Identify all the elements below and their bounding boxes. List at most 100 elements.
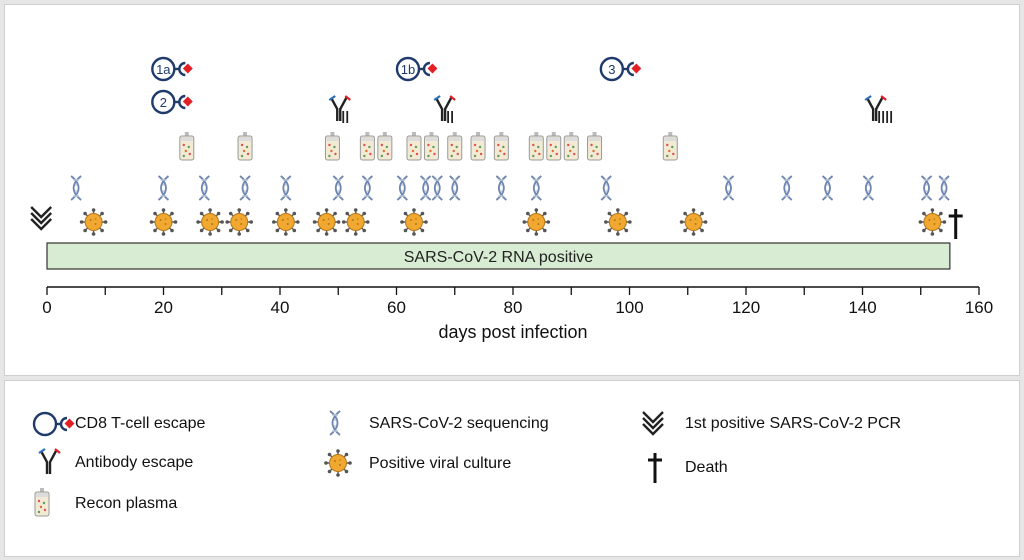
cd8-escape-id: 2 <box>160 95 167 110</box>
dna-icon <box>198 175 211 201</box>
plasma-bag-icon <box>324 131 340 161</box>
x-tick-label: 160 <box>965 298 993 317</box>
plasma-bag-icon <box>493 131 509 161</box>
x-tick-label: 60 <box>387 298 406 317</box>
antibody-icon <box>29 447 75 478</box>
antibody-escape-marker <box>863 94 893 123</box>
cd8-escape-marker: 2 <box>151 89 194 115</box>
dagger-icon <box>947 207 965 241</box>
virus-icon <box>148 207 179 237</box>
plasma-bag-icon <box>359 131 375 161</box>
double-chevron-down-icon <box>639 409 685 439</box>
dna-icon <box>157 175 170 201</box>
virus-icon <box>341 207 371 237</box>
viral-culture-markers <box>79 207 947 237</box>
dna-icon <box>431 175 444 201</box>
cd8-escape-icon <box>599 56 643 82</box>
dna-icon <box>722 175 735 201</box>
antibody-escape-markers <box>328 94 893 123</box>
plasma-bag-icon <box>563 131 579 161</box>
recon-plasma-markers <box>179 131 678 161</box>
dna-icon <box>448 175 461 201</box>
plasma-bag-icon <box>546 131 562 161</box>
virus-icon <box>521 207 551 237</box>
legend-label-antibody: Antibody escape <box>75 454 194 471</box>
dna-icon <box>70 175 83 201</box>
cd8-escape-icon <box>29 409 76 439</box>
cd8-escape-id: 1a <box>156 62 171 77</box>
dna-icon <box>361 175 374 201</box>
cd8-escape-markers: 1a 2 1b 3 <box>151 56 643 115</box>
virus-icon <box>399 207 429 237</box>
virus-icon <box>312 207 342 237</box>
plasma-bag-icon <box>447 131 463 161</box>
dna-icon <box>396 175 409 201</box>
virus-icon <box>917 207 947 237</box>
plasma-bag-icon <box>377 131 393 161</box>
legend-label-plasma: Recon plasma <box>75 495 178 512</box>
plasma-bag-icon <box>29 487 75 519</box>
dna-icon <box>920 175 933 201</box>
legend-panel: CD8 T-cell escape Antibody escape Recon … <box>4 380 1020 557</box>
legend-item-sequencing: SARS-CoV-2 sequencing <box>323 409 549 439</box>
cd8-escape-marker: 1b <box>395 56 439 82</box>
plasma-bag-icon <box>179 131 195 161</box>
x-tick-label: 100 <box>615 298 643 317</box>
dna-icon <box>279 175 292 201</box>
legend-item-plasma: Recon plasma <box>29 487 178 519</box>
antibody-escape-marker <box>432 94 457 123</box>
x-tick-label: 0 <box>42 298 51 317</box>
x-tick-label: 140 <box>848 298 876 317</box>
dna-icon <box>419 175 432 201</box>
plasma-bag-icon <box>662 131 678 161</box>
plasma-bag-icon <box>470 131 486 161</box>
virus-icon <box>323 448 369 479</box>
dna-icon <box>780 175 793 201</box>
plasma-bag-icon <box>528 131 544 161</box>
dna-icon <box>600 175 613 201</box>
x-tick-label: 40 <box>271 298 290 317</box>
plasma-bag-icon <box>587 131 603 161</box>
rna-positive-label: SARS-CoV-2 RNA positive <box>404 249 594 266</box>
double-chevron-down-icon <box>29 205 53 231</box>
dna-icon <box>821 175 834 201</box>
plasma-bag-icon <box>237 131 253 161</box>
legend-label-culture: Positive viral culture <box>369 455 512 472</box>
virus-icon <box>271 207 301 237</box>
legend-item-antibody: Antibody escape <box>29 447 194 478</box>
dna-icon <box>938 175 950 201</box>
virus-icon <box>679 207 709 237</box>
virus-icon <box>79 207 109 237</box>
x-tick-label: 20 <box>154 298 173 317</box>
plasma-bag-icon <box>406 131 422 161</box>
cd8-escape-marker: 3 <box>599 56 643 82</box>
rna-positive-bar <box>46 242 951 270</box>
plasma-bag-icon <box>423 131 439 161</box>
dna-icon <box>239 175 251 201</box>
dna-icon <box>332 175 345 201</box>
x-axis-title: days post infection <box>438 322 587 342</box>
legend-label-cd8: CD8 T-cell escape <box>75 415 206 432</box>
legend-label-pcr: 1st positive SARS-CoV-2 PCR <box>685 415 902 432</box>
virus-icon <box>224 207 254 237</box>
antibody-escape-marker <box>328 94 352 123</box>
cd8-escape-id: 1b <box>401 62 415 77</box>
legend-label-sequencing: SARS-CoV-2 sequencing <box>369 415 549 432</box>
virus-icon <box>603 207 633 237</box>
cd8-escape-marker: 1a <box>151 56 194 82</box>
legend-item-cd8: CD8 T-cell escape <box>29 409 205 439</box>
dna-icon <box>323 409 369 439</box>
cd8-escape-icon <box>151 89 194 115</box>
sequencing-markers <box>70 175 950 201</box>
legend-item-death: Death <box>639 451 728 485</box>
cd8-escape-id: 3 <box>608 62 615 77</box>
dagger-icon <box>639 451 685 485</box>
legend-item-pcr: 1st positive SARS-CoV-2 PCR <box>639 409 901 439</box>
virus-icon <box>195 207 225 237</box>
x-tick-label: 120 <box>732 298 760 317</box>
legend-label-death: Death <box>685 459 728 476</box>
legend-item-culture: Positive viral culture <box>323 448 512 479</box>
